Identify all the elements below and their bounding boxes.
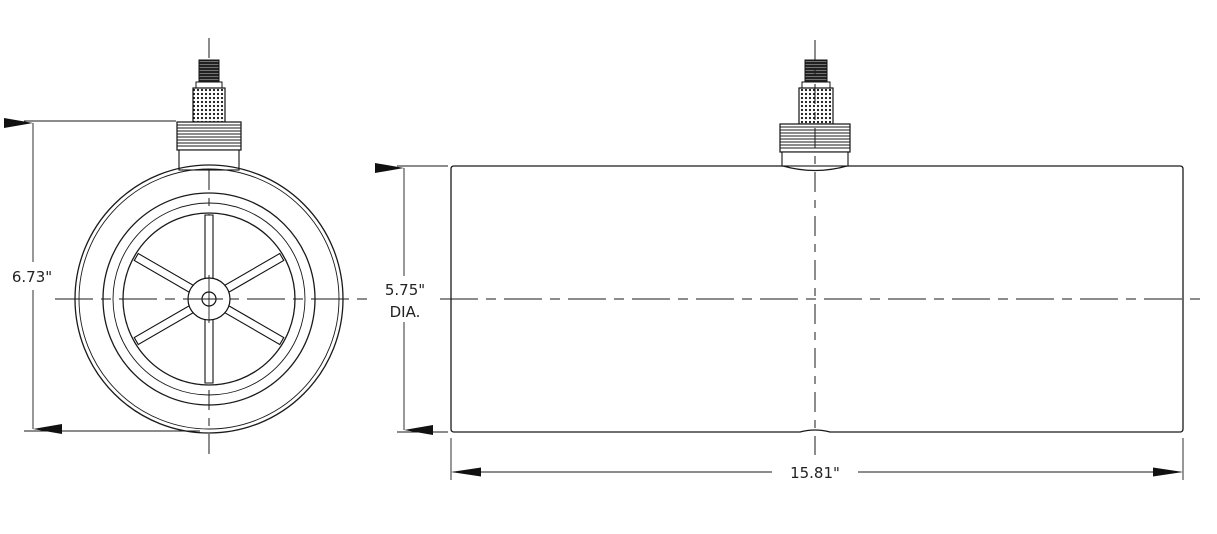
side-view <box>375 40 1205 480</box>
height-dimension-label: 6.73" <box>12 268 52 286</box>
end-view <box>3 38 368 460</box>
bore-circle <box>122 212 296 386</box>
length-dimension-label: 15.81" <box>790 464 840 482</box>
connector-knurled-nut <box>192 87 226 123</box>
pipe-body <box>450 165 1184 433</box>
diameter-dimension <box>375 163 448 435</box>
diameter-dimension-suffix: DIA. <box>390 303 421 321</box>
outer-housing-inner-edge <box>78 168 340 430</box>
flange-ring <box>102 192 316 406</box>
height-dimension <box>3 118 200 434</box>
side-connector-thread-tip <box>804 59 828 83</box>
side-connector-neck <box>801 81 831 89</box>
threaded-boss <box>176 121 242 171</box>
side-connector-knurled-nut <box>798 87 834 125</box>
rotor-spokes <box>133 214 285 384</box>
outer-housing-circle <box>74 164 344 434</box>
connector-neck <box>195 81 223 89</box>
flange-ring-inner <box>112 202 306 396</box>
length-dimension <box>450 438 1184 480</box>
connector-thread-tip <box>198 59 220 83</box>
diameter-dimension-value: 5.75" <box>385 281 425 299</box>
